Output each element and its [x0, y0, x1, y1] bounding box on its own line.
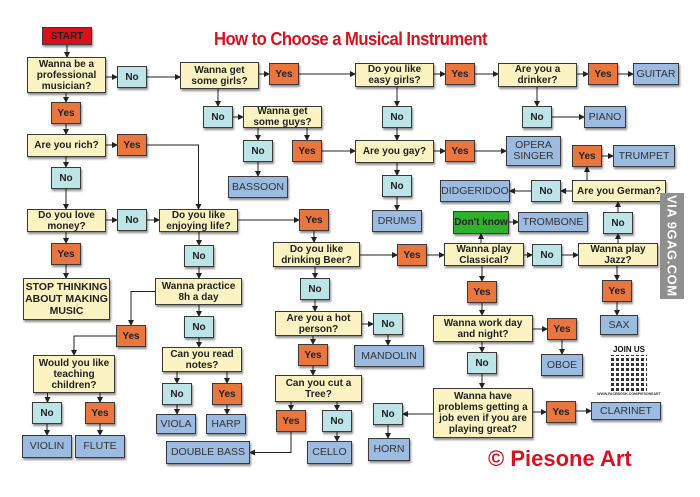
yes-node-y-teach: Yes — [85, 402, 115, 424]
no-node-n-gay: No — [382, 175, 412, 197]
question-node-q-problems: Wanna have problems getting a job even i… — [433, 388, 533, 438]
no-node-n-tree: No — [322, 410, 352, 432]
no-node-n-hot: No — [373, 313, 403, 335]
instrument-node-bassoon: BASSOON — [228, 176, 288, 198]
yes-node-y-drinker: Yes — [588, 63, 618, 85]
source-badge: VIA 9GAG.COM — [660, 193, 684, 299]
question-node-q-girls: Wanna get some girls? — [180, 62, 259, 89]
instrument-node-mandolin: MANDOLIN — [354, 345, 424, 367]
question-node-q-rich: Are you rich? — [27, 134, 106, 157]
join-us-label: JOIN US — [612, 345, 645, 354]
no-node-n-work: No — [467, 352, 497, 374]
qr-code-icon — [611, 355, 647, 391]
dont-know-node-dont-know: Don't know — [453, 211, 509, 234]
instrument-node-oboe: OBOE — [541, 354, 583, 376]
no-node-n-classical: No — [532, 244, 562, 266]
instrument-node-piano: PIANO — [584, 106, 626, 128]
question-node-q-teach: Would you like teaching children? — [33, 355, 115, 393]
question-node-q-drinker: Are you a drinker? — [498, 63, 577, 87]
yes-node-y-work: Yes — [547, 318, 577, 340]
yes-node-y-tree: Yes — [276, 410, 306, 432]
instrument-node-didgeridoo: DIDGERIDOO — [440, 180, 510, 202]
yes-node-y-rich: Yes — [117, 134, 147, 156]
no-node-n-rich: No — [51, 167, 81, 189]
yes-node-y-beer: Yes — [397, 244, 427, 266]
question-node-q-jazz: Wanna play Jazz? — [578, 243, 658, 266]
copyright: © Piesone Art — [488, 446, 632, 471]
yes-node-y-money: Yes — [51, 243, 81, 265]
instrument-node-viola: VIOLA — [156, 414, 196, 434]
yes-node-y-classical: Yes — [467, 281, 497, 303]
instrument-node-cello: CELLO — [307, 441, 352, 464]
yes-node-y-notes: Yes — [212, 383, 242, 405]
question-node-q-hot: Are you a hot person? — [275, 311, 362, 336]
question-node-q-tree: Can you cut a Tree? — [275, 375, 362, 402]
no-node-n-easy: No — [382, 106, 412, 128]
instrument-node-opera: OPERA SINGER — [506, 136, 561, 166]
instrument-node-horn: HORN — [368, 438, 410, 461]
question-node-q-money: Do you love money? — [27, 209, 106, 232]
question-node-q-classical: Wanna play Classical? — [444, 243, 524, 266]
outcome-node-stop: STOP THINKING ABOUT MAKING MUSIC — [23, 278, 110, 320]
yes-node-y-gay: Yes — [445, 140, 475, 162]
no-node-n-girls: No — [203, 106, 233, 128]
instrument-node-guitar: GUITAR — [633, 63, 679, 85]
no-node-n-life: No — [184, 245, 214, 267]
instrument-node-trumpet: TRUMPET — [613, 145, 675, 167]
yes-node-y-pro: Yes — [51, 102, 81, 124]
yes-node-y-guys: Yes — [292, 140, 322, 162]
no-node-n-pro: No — [117, 66, 147, 88]
yes-node-y-problems: Yes — [546, 401, 576, 423]
connector-arrow — [249, 432, 292, 456]
connector-arrow — [147, 144, 202, 210]
instrument-node-sax: SAX — [600, 315, 638, 335]
question-node-q-beer: Do you like drinking Beer? — [273, 242, 360, 267]
question-node-q-german: Are you German? — [572, 180, 666, 202]
instrument-node-double-bass: DOUBLE BASS — [166, 441, 250, 464]
question-node-q-notes: Can you read notes? — [162, 347, 242, 372]
no-node-n-drinker: No — [522, 106, 552, 128]
no-node-n-german: No — [531, 180, 561, 202]
instrument-node-drums: DRUMS — [372, 210, 422, 232]
instrument-node-flute: FLUTE — [75, 435, 125, 458]
no-node-n-problems: No — [373, 403, 403, 425]
question-node-q-easy: Do you like easy girls? — [355, 63, 434, 87]
join-us-block: JOIN US WWW.FACEBOOK.COM/PIESONEART — [590, 345, 668, 396]
instrument-node-clarinet: CLARINET — [591, 402, 661, 420]
yes-node-y-jazz: Yes — [602, 280, 632, 302]
no-node-n-beer: No — [300, 278, 330, 300]
no-node-n-money: No — [117, 209, 147, 231]
question-node-q-guys: Wanna get some guys? — [243, 106, 322, 128]
no-node-n-teach: No — [32, 402, 62, 424]
yes-node-y-hot: Yes — [298, 344, 328, 366]
no-node-n-practice: No — [184, 316, 214, 338]
yes-node-y-girls: Yes — [269, 63, 299, 85]
instrument-node-trombone: TROMBONE — [518, 212, 588, 232]
no-node-n-jazz: No — [603, 212, 633, 234]
join-us-url: WWW.FACEBOOK.COM/PIESONEART — [597, 392, 661, 396]
no-node-n-notes: No — [162, 383, 192, 405]
yes-node-y-practice: Yes — [116, 325, 146, 347]
yes-node-y-life: Yes — [299, 209, 329, 231]
no-node-n-guys: No — [243, 140, 273, 162]
question-node-q-practice: Wanna practice 8h a day — [155, 278, 242, 305]
yes-node-y-german: Yes — [572, 145, 602, 167]
question-node-q-work: Wanna work day and night? — [433, 315, 533, 342]
chart-title: How to Choose a Musical Instrument — [214, 28, 488, 49]
question-node-q-gay: Are you gay? — [355, 140, 434, 163]
question-node-q-pro: Wanna be a professional musician? — [27, 57, 106, 93]
yes-node-y-easy: Yes — [445, 63, 475, 85]
instrument-node-violin: VIOLIN — [22, 435, 72, 458]
instrument-node-harp: HARP — [206, 414, 246, 434]
question-node-q-life: Do you like enjoying life? — [159, 209, 238, 232]
start-node-start: START — [42, 27, 92, 45]
